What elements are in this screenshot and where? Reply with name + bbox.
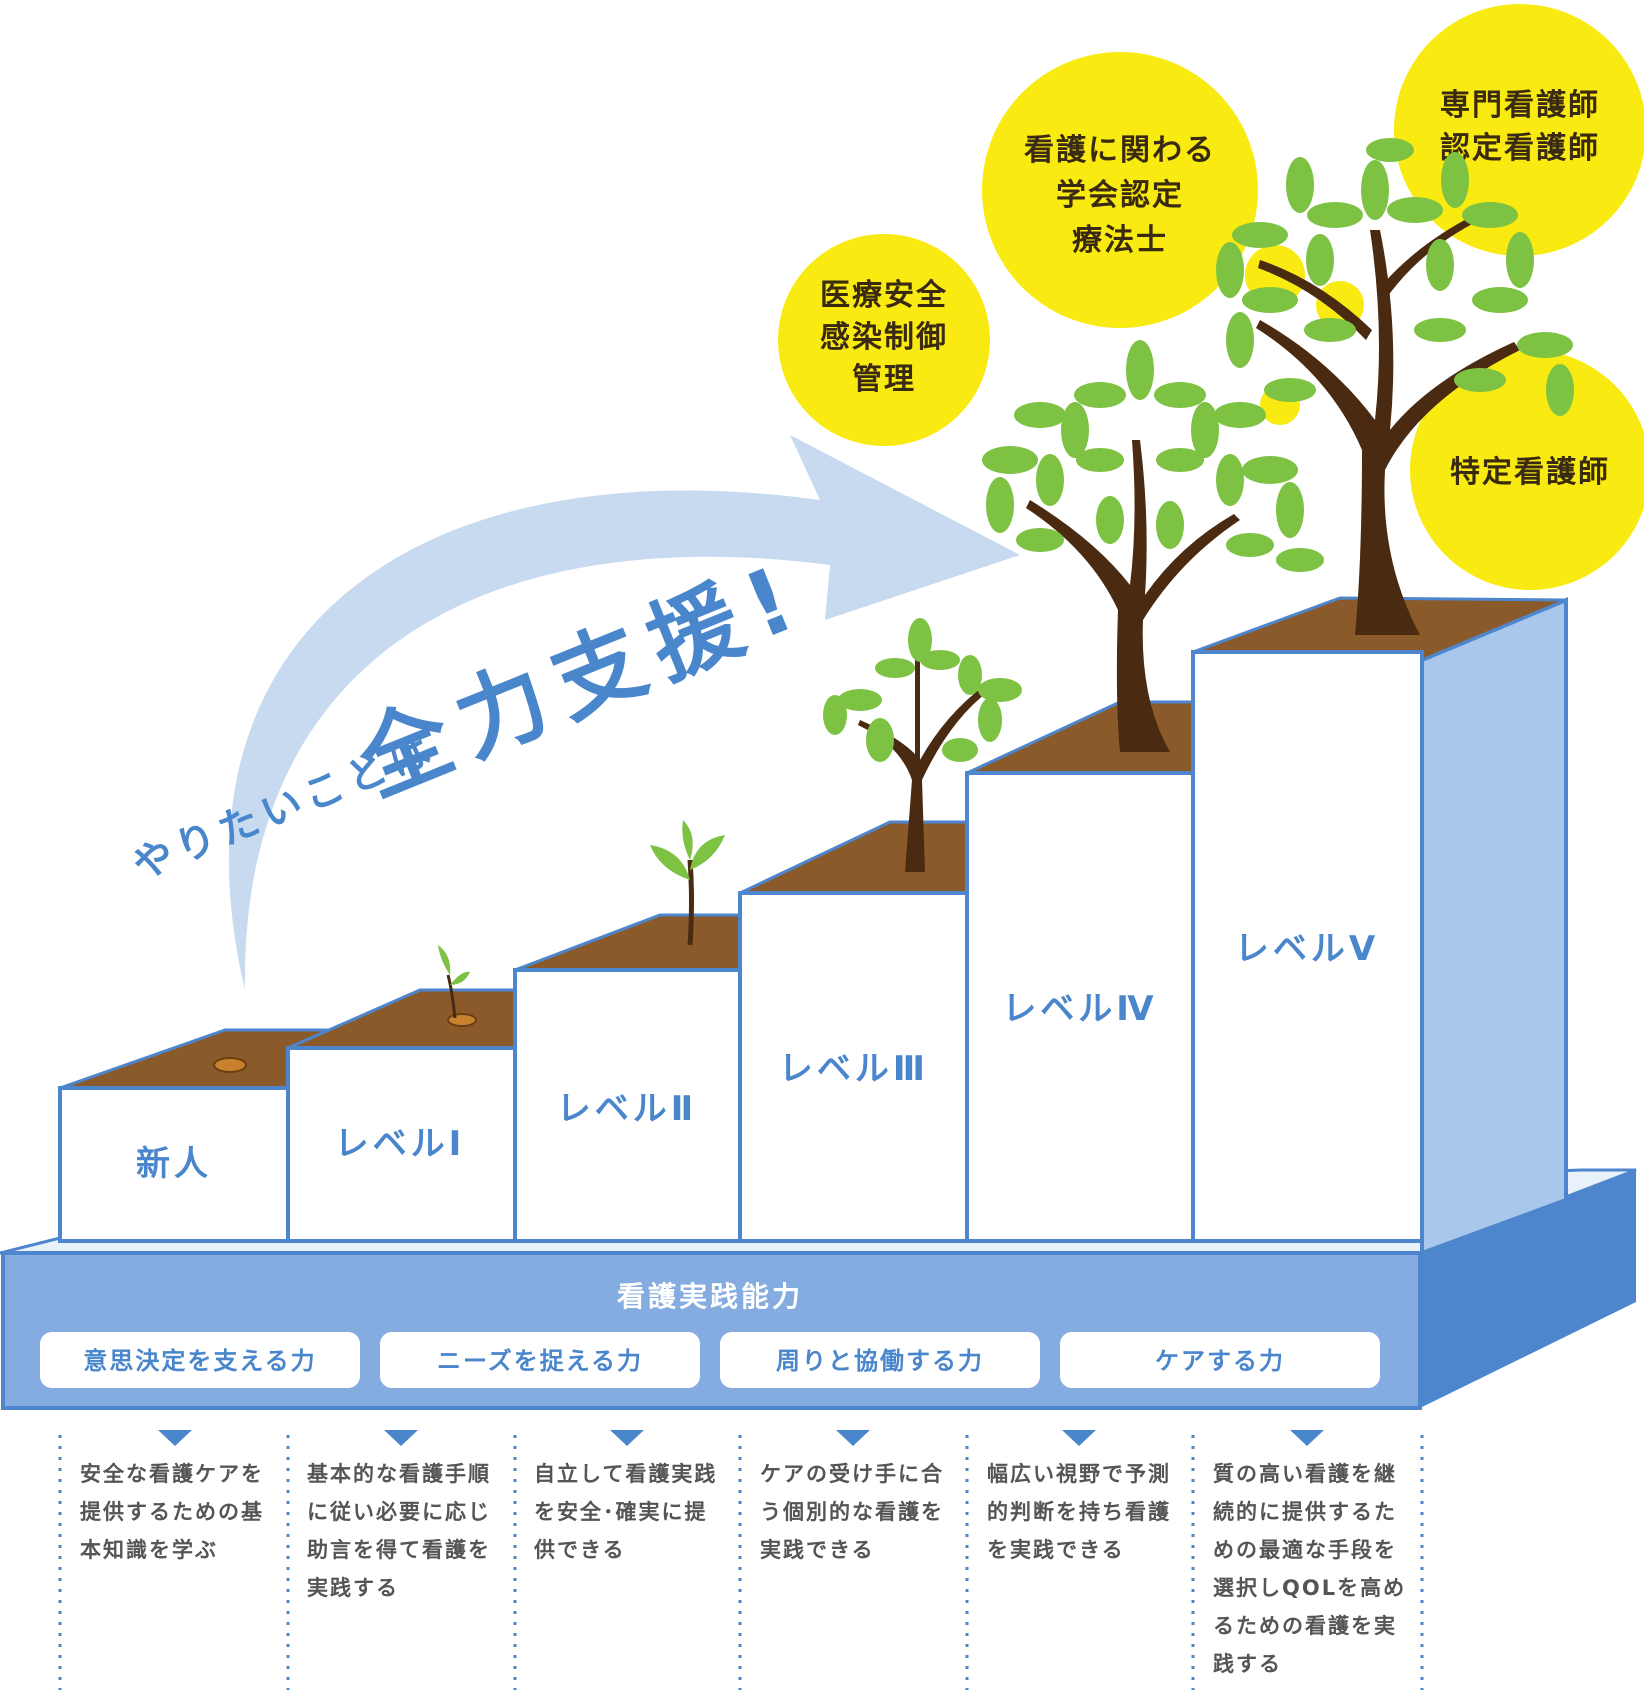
pill-care: ケアする力	[1060, 1332, 1380, 1388]
svg-text:ニーズを捉える力: ニーズを捉える力	[437, 1347, 643, 1375]
step-level-1	[286, 1046, 517, 1243]
step-label-level-4: レベルⅣ	[1002, 989, 1157, 1029]
svg-text:ケアする力: ケアする力	[1155, 1347, 1285, 1375]
plant-sapling	[823, 618, 1022, 872]
step-label-level-5: レベルⅤ	[1235, 929, 1379, 969]
plant-tree-medium	[982, 340, 1324, 752]
svg-text:学会認定: 学会認定	[1056, 178, 1184, 213]
step-label-level-1: レベルⅠ	[335, 1124, 466, 1164]
pill-collaboration: 周りと協働する力	[720, 1332, 1040, 1388]
svg-text:特定看護師: 特定看護師	[1450, 455, 1610, 490]
plant-sprout	[650, 820, 725, 946]
circle-safety: 医療安全 感染制御 管理	[778, 234, 990, 446]
circle-society: 看護に関わる 学会認定 療法士	[982, 52, 1258, 328]
svg-text:管理: 管理	[852, 362, 916, 397]
step-labels: 新人 レベルⅠ レベルⅡ レベルⅢ レベルⅣ レベルⅤ	[136, 929, 1379, 1184]
step-label-level-2: レベルⅡ	[557, 1089, 697, 1129]
description-level-1: 基本的な看護手順に従い必要に応じ助言を得て看護を実践する	[307, 1462, 491, 1600]
svg-text:意思決定を支える力: 意思決定を支える力	[83, 1347, 316, 1375]
description-level-5: 質の高い看護を継続的に提供するための最適な手段を選択しQOLを高めるための看護を…	[1213, 1462, 1407, 1676]
specialist-circles: 医療安全 感染制御 管理 看護に関わる 学会認定 療法士 専門看護師 認定看護師…	[778, 4, 1644, 590]
step-level-2	[513, 968, 742, 1243]
base-title: 看護実践能力	[617, 1280, 803, 1313]
step-label-newcomer: 新人	[136, 1144, 212, 1184]
step-level-5	[1191, 650, 1424, 1243]
svg-text:看護に関わる: 看護に関わる	[1024, 133, 1216, 168]
step-level-3	[738, 891, 969, 1243]
plant-tree-large	[1216, 138, 1574, 635]
step-newcomer	[58, 1086, 290, 1243]
svg-text:専門看護師: 専門看護師	[1440, 88, 1600, 123]
svg-text:療法士: 療法士	[1072, 223, 1168, 258]
svg-text:周りと協働する力: 周りと協働する力	[776, 1347, 984, 1375]
description-newcomer: 安全な看護ケアを提供するための基本知識を学ぶ	[80, 1462, 264, 1562]
description-level-2: 自立して看護実践を安全･確実に提供できる	[534, 1462, 718, 1562]
support-arrow	[228, 435, 1020, 990]
description-level-4: 幅広い視野で予測的判断を持ち看護を実践できる	[987, 1462, 1171, 1562]
plant-sprout-small	[438, 945, 477, 1027]
svg-text:感染制御: 感染制御	[820, 320, 948, 355]
column-pointers	[158, 1430, 1324, 1446]
pill-decision: 意思決定を支える力	[40, 1332, 360, 1388]
circle-specified: 特定看護師	[1410, 350, 1644, 590]
step-side-face	[1420, 597, 1568, 1256]
pill-needs: ニーズを捉える力	[380, 1332, 700, 1388]
step-faces	[58, 650, 1424, 1243]
plant-seed	[213, 1057, 247, 1073]
svg-text:認定看護師: 認定看護師	[1440, 131, 1600, 166]
svg-text:医療安全: 医療安全	[820, 278, 948, 313]
description-level-3: ケアの受け手に合う個別的な看護を実践できる	[760, 1462, 944, 1562]
step-label-level-3: レベルⅢ	[779, 1049, 929, 1089]
